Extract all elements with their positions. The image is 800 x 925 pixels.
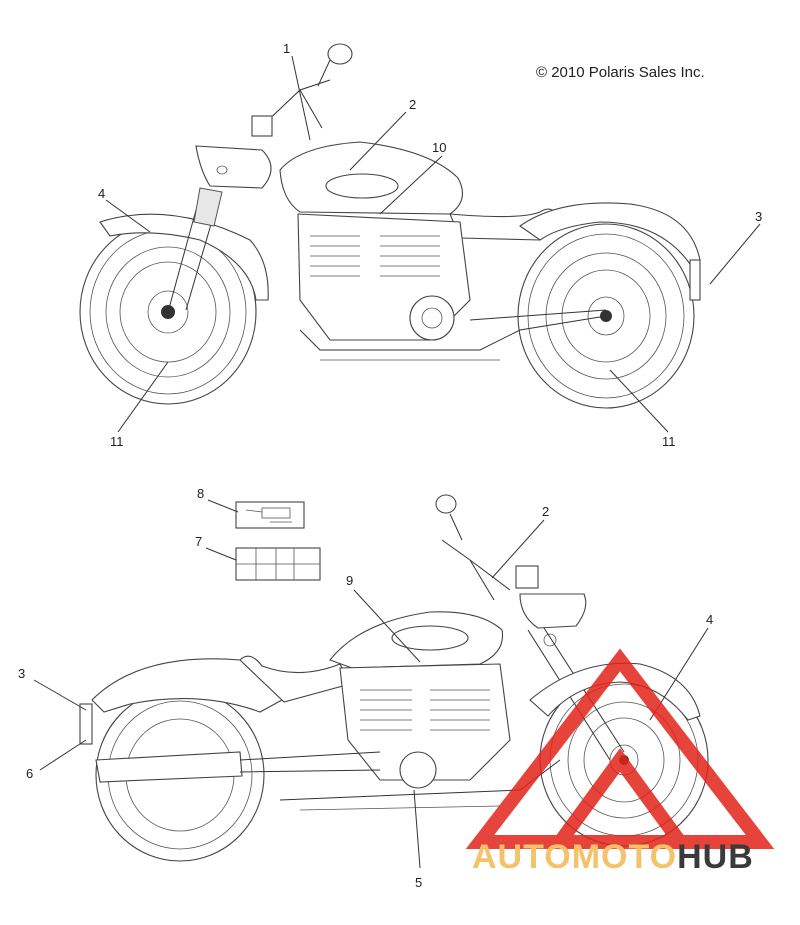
callout-6: 6 bbox=[26, 766, 33, 781]
watermark-moto: MOTO bbox=[572, 838, 677, 876]
engine-bottom bbox=[339, 663, 511, 789]
watermark-text: AUTOMOTOHUB bbox=[472, 838, 754, 876]
motorcycle-top bbox=[79, 43, 701, 409]
callout-8: 8 bbox=[197, 486, 204, 501]
engine-top bbox=[297, 213, 471, 341]
callout-11-front: 11 bbox=[110, 434, 124, 449]
callout-3-bottom: 3 bbox=[18, 666, 25, 681]
watermark-auto: AUTO bbox=[472, 838, 572, 876]
callout-2-bottom: 2 bbox=[542, 504, 549, 519]
logo-triangle-icon bbox=[465, 648, 775, 849]
decal-8 bbox=[235, 501, 305, 529]
callout-5: 5 bbox=[415, 875, 422, 890]
callout-3: 3 bbox=[755, 209, 762, 224]
decal-7 bbox=[235, 547, 321, 581]
callout-7: 7 bbox=[195, 534, 202, 549]
watermark-logo bbox=[465, 648, 775, 849]
watermark-hub: HUB bbox=[677, 838, 754, 876]
copyright-text: © 2010 Polaris Sales Inc. bbox=[536, 64, 705, 81]
tank-decal-bottom bbox=[391, 625, 469, 651]
callout-11-rear: 11 bbox=[662, 434, 676, 449]
callout-10: 10 bbox=[432, 140, 446, 155]
callout-1: 1 bbox=[283, 41, 290, 56]
callout-4-bottom: 4 bbox=[706, 612, 713, 627]
leader-lines bbox=[33, 55, 761, 869]
callout-4: 4 bbox=[98, 186, 105, 201]
callouts-top: 1 2 10 4 3 11 11 bbox=[98, 41, 762, 449]
callouts-bottom: 8 7 2 9 4 3 6 5 bbox=[18, 486, 713, 890]
tank-decal-top bbox=[325, 173, 399, 199]
callout-2: 2 bbox=[409, 97, 416, 112]
callout-9: 9 bbox=[346, 573, 353, 588]
